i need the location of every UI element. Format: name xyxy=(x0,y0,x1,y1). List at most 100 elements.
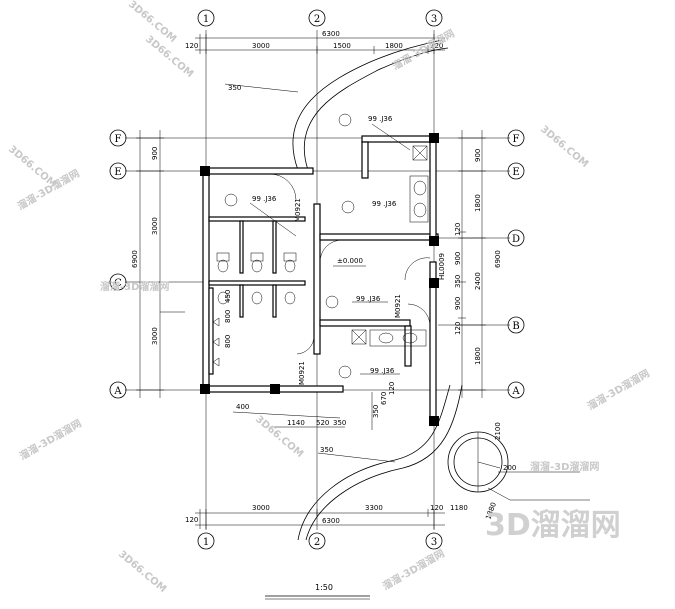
svg-text:E: E xyxy=(512,167,519,178)
watermark-site-cn-4: 溜溜-3D溜溜网 xyxy=(17,417,84,463)
axis-bubble-left-E: E xyxy=(109,162,127,180)
svg-text:A: A xyxy=(511,386,520,397)
watermark-brand: 3D溜溜网 xyxy=(485,508,621,543)
svg-text:1500: 1500 xyxy=(333,42,351,50)
svg-text:M0921: M0921 xyxy=(294,198,302,222)
svg-text:1: 1 xyxy=(203,14,209,25)
columns xyxy=(200,133,439,426)
walls xyxy=(202,135,439,423)
scale-label: 1:50 xyxy=(315,583,333,592)
curved-wall-bottom xyxy=(297,384,463,541)
svg-text:M0921: M0921 xyxy=(394,294,402,318)
toilet-fixtures xyxy=(212,252,297,367)
watermark-site-cn-5: 溜溜-3D溜溜网 xyxy=(380,547,447,593)
svg-text:1800: 1800 xyxy=(474,194,482,212)
svg-text:F: F xyxy=(115,134,122,145)
dimension-right: 900 1800 120 900 6900 2400 350 900 120 1… xyxy=(454,130,502,398)
svg-text:99 .J36: 99 .J36 xyxy=(368,115,393,123)
watermark-site-cn-6: 溜溜-3D溜溜网 xyxy=(530,460,599,473)
svg-text:C: C xyxy=(114,278,122,289)
svg-text:3000: 3000 xyxy=(252,42,270,50)
axis-bubble-bottom-3: 3 xyxy=(425,532,443,550)
svg-text:670: 670 xyxy=(380,392,388,405)
svg-text:F: F xyxy=(513,134,520,145)
svg-text:120: 120 xyxy=(454,322,462,335)
sink-fixtures xyxy=(351,145,429,347)
svg-text:99 .J36: 99 .J36 xyxy=(370,367,395,375)
axis-bubble-right-F: F xyxy=(507,129,525,147)
svg-text:3000: 3000 xyxy=(151,327,159,345)
label-350-bottom: 350 xyxy=(320,446,333,454)
axis-bubble-top-3: 3 xyxy=(425,9,443,27)
svg-text:HL0009: HL0009 xyxy=(438,253,446,280)
axis-bubble-top-2: 2 xyxy=(308,9,326,27)
dimension-top: 120 3000 1500 1800 120 6300 xyxy=(185,30,445,54)
label-350-top: 350 xyxy=(228,84,241,92)
svg-text:120: 120 xyxy=(388,382,396,395)
svg-text:2: 2 xyxy=(314,14,320,25)
curved-wall-top xyxy=(292,39,449,171)
svg-text:800: 800 xyxy=(224,335,232,348)
bottom-dims: 400 1140 520 350 350 670 120 xyxy=(232,382,396,430)
svg-text:2400: 2400 xyxy=(474,272,482,290)
axis-bubble-right-E: E xyxy=(507,162,525,180)
svg-text:1: 1 xyxy=(203,537,209,548)
svg-text:E: E xyxy=(114,167,121,178)
dimension-bottom: 120 3000 3300 120 1180 6300 xyxy=(185,504,468,529)
svg-text:6300: 6300 xyxy=(322,517,340,525)
svg-text:D: D xyxy=(512,234,520,245)
axis-bubble-right-A: A xyxy=(507,381,525,399)
watermark-site-6: 3D66.COM xyxy=(116,549,168,595)
door-swings xyxy=(242,173,431,355)
floor-level: ±0.000 xyxy=(337,257,363,265)
svg-text:800: 800 xyxy=(224,310,232,323)
svg-text:900: 900 xyxy=(454,252,462,265)
svg-text:6900: 6900 xyxy=(494,250,502,268)
svg-text:350: 350 xyxy=(372,405,380,418)
fixture-labels: 99 .J36 99 .J36 99 .J36 99 .J36 99 .J36 xyxy=(249,115,411,375)
watermark-site-4: 3D66.COM xyxy=(538,124,590,170)
svg-text:3: 3 xyxy=(431,537,437,548)
svg-text:3300: 3300 xyxy=(365,504,383,512)
axis-bubble-right-B: B xyxy=(507,316,525,334)
axis-bubble-left-A: A xyxy=(109,381,127,399)
svg-text:B: B xyxy=(512,321,519,332)
svg-text:120: 120 xyxy=(185,516,198,524)
svg-text:6300: 6300 xyxy=(322,30,340,38)
svg-text:99 .J36: 99 .J36 xyxy=(372,200,397,208)
svg-text:3: 3 xyxy=(431,14,437,25)
svg-text:99 .J36: 99 .J36 xyxy=(356,295,381,303)
svg-text:3000: 3000 xyxy=(252,504,270,512)
svg-text:900: 900 xyxy=(151,147,159,160)
axis-bubble-right-D: D xyxy=(507,229,525,247)
svg-text:1180: 1180 xyxy=(450,504,468,512)
svg-text:2: 2 xyxy=(314,537,320,548)
axis-bubble-left-C: C xyxy=(109,273,127,291)
svg-text:350: 350 xyxy=(333,419,346,427)
axis-bubble-left-F: F xyxy=(109,129,127,147)
svg-text:120: 120 xyxy=(430,42,443,50)
door-labels: M0921 M0921 M0921 HL0009 xyxy=(294,198,446,385)
axis-bubble-top-1: 1 xyxy=(197,9,215,27)
watermark-site-cn-2: 溜溜-3D溜溜网 xyxy=(100,280,169,293)
svg-text:3000: 3000 xyxy=(151,217,159,235)
svg-text:1140: 1140 xyxy=(287,419,305,427)
svg-text:200: 200 xyxy=(503,464,516,472)
svg-text:400: 400 xyxy=(236,403,249,411)
floor-drain-marks xyxy=(224,113,355,379)
svg-text:120: 120 xyxy=(454,223,462,236)
watermark-site-cn-7: 溜溜-3D溜溜网 xyxy=(585,367,652,413)
leader-350-top xyxy=(224,83,299,93)
svg-text:450: 450 xyxy=(224,290,232,303)
leader-350-bottom xyxy=(317,452,396,463)
svg-text:350: 350 xyxy=(454,275,462,288)
dimension-left: 900 3000 6900 3000 xyxy=(131,130,164,398)
svg-text:900: 900 xyxy=(474,149,482,162)
svg-text:120: 120 xyxy=(430,504,443,512)
stall-dims: 450 800 800 xyxy=(224,290,232,348)
svg-text:520: 520 xyxy=(316,419,329,427)
axis-bubble-bottom-1: 1 xyxy=(197,532,215,550)
svg-text:A: A xyxy=(113,386,122,397)
svg-text:120: 120 xyxy=(185,42,198,50)
